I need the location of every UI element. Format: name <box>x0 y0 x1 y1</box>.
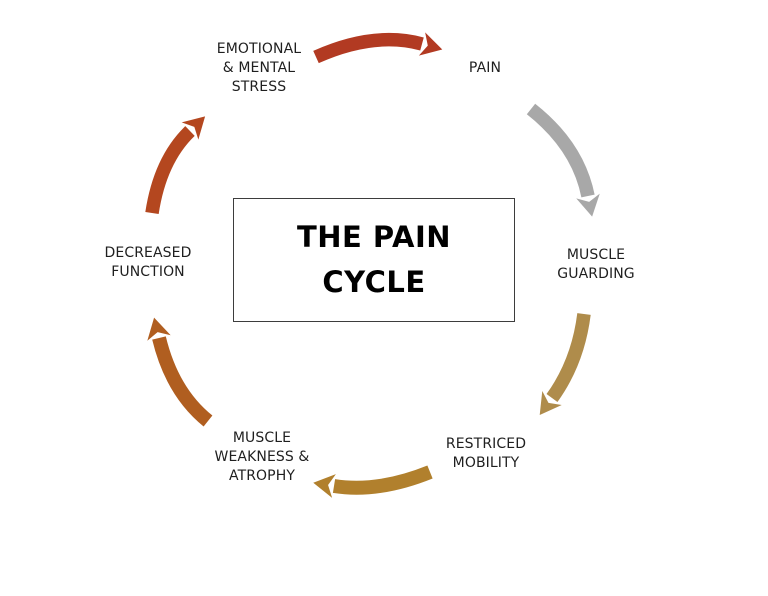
node-label-line: RESTRICED <box>445 436 527 452</box>
arrow-guarding-to-restriced <box>539 313 591 416</box>
arrow-restriced-to-weakness <box>313 465 433 498</box>
node-decreased-function: DECREASED FUNCTION <box>105 244 192 282</box>
arrow-weakness-to-decreased <box>147 317 213 427</box>
arrow-pain-to-guarding <box>526 103 600 217</box>
arrow-decreased-to-stress <box>145 116 206 215</box>
node-label-line: GUARDING <box>557 266 635 282</box>
node-muscle-guarding: MUSCLE GUARDING <box>557 246 634 284</box>
node-label-line: MUSCLE <box>566 247 626 263</box>
node-restriced-mobility: RESTRICED MOBILITY <box>446 435 526 473</box>
node-label-line: STRESS <box>231 79 287 95</box>
diagram-title-line-2: CYCLE <box>322 265 426 299</box>
node-label-line: MOBILITY <box>452 455 520 471</box>
node-label-line: DECREASED <box>104 245 192 261</box>
node-pain: PAIN <box>469 59 501 78</box>
node-emotional-mental-stress: EMOTIONAL & MENTAL STRESS <box>217 40 301 97</box>
node-label-line: ATROPHY <box>228 468 295 484</box>
node-label-line: & MENTAL <box>222 60 296 76</box>
node-label-line: PAIN <box>468 60 502 76</box>
node-label-line: EMOTIONAL <box>216 41 302 57</box>
node-label-line: FUNCTION <box>111 264 185 280</box>
center-title-box: THE PAIN CYCLE <box>233 198 515 322</box>
node-label-line: WEAKNESS & <box>214 449 310 465</box>
node-label-line: MUSCLE <box>232 430 292 446</box>
diagram-title-line-1: THE PAIN <box>296 220 452 254</box>
node-muscle-weakness-atrophy: MUSCLE WEAKNESS & ATROPHY <box>215 429 310 486</box>
arrow-stress-to-pain <box>313 32 443 64</box>
